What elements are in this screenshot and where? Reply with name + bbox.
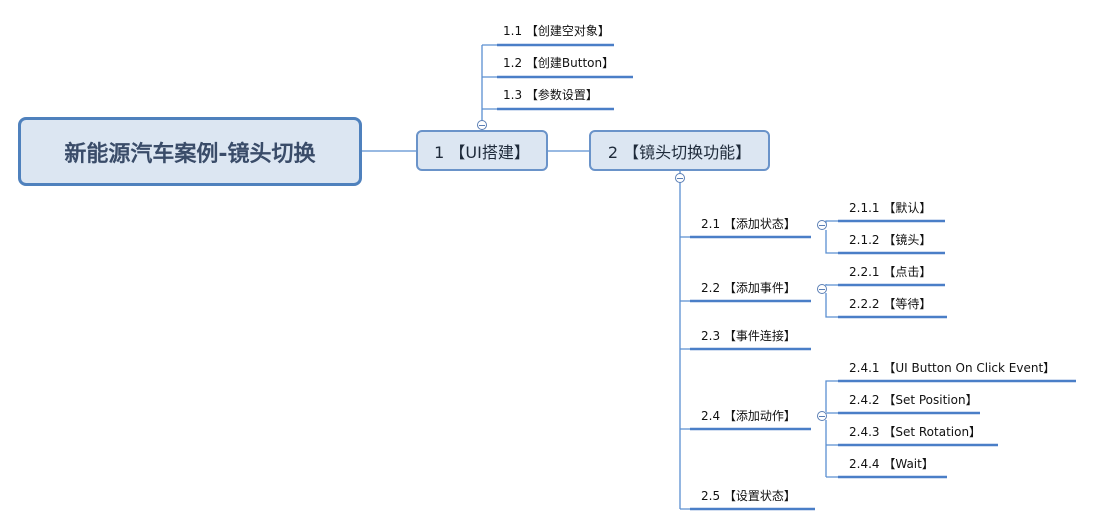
subtopic-2-5[interactable]: 2.5 【设置状态】	[701, 488, 796, 504]
subtopic-2-2-1-label: 2.2.1 【点击】	[849, 265, 932, 279]
topic-ui-build[interactable]: 1 【UI搭建】	[416, 130, 548, 171]
subtopic-2-1-1-label: 2.1.1 【默认】	[849, 201, 932, 215]
subtopic-2-2-2-label: 2.2.2 【等待】	[849, 297, 932, 311]
subtopic-2-4-label: 2.4 【添加动作】	[701, 409, 796, 423]
subtopic-1-3-label: 1.3 【参数设置】	[503, 88, 598, 102]
root-topic[interactable]: 新能源汽车案例-镜头切换	[18, 117, 362, 186]
subtopic-2-4-1[interactable]: 2.4.1 【UI Button On Click Event】	[849, 360, 1055, 376]
subtopic-2-2-label: 2.2 【添加事件】	[701, 281, 796, 295]
subtopic-1-2-label: 1.2 【创建Button】	[503, 56, 615, 70]
collapse-n2-4-icon[interactable]	[817, 411, 827, 421]
root-topic-label: 新能源汽车案例-镜头切换	[64, 141, 316, 167]
subtopic-2-5-label: 2.5 【设置状态】	[701, 489, 796, 503]
subtopic-2-4[interactable]: 2.4 【添加动作】	[701, 408, 796, 424]
subtopic-1-2[interactable]: 1.2 【创建Button】	[503, 55, 614, 71]
subtopic-2-2[interactable]: 2.2 【添加事件】	[701, 280, 796, 296]
collapse-n2-2-icon[interactable]	[817, 284, 827, 294]
subtopic-2-3-label: 2.3 【事件连接】	[701, 329, 796, 343]
subtopic-2-1-2[interactable]: 2.1.2 【镜头】	[849, 232, 931, 248]
subtopic-2-2-2[interactable]: 2.2.2 【等待】	[849, 296, 931, 312]
topic-camera-switch[interactable]: 2 【镜头切换功能】	[589, 130, 770, 171]
topic-camera-switch-label: 2 【镜头切换功能】	[607, 142, 752, 162]
topic-ui-build-label: 1 【UI搭建】	[434, 142, 530, 162]
subtopic-2-4-2[interactable]: 2.4.2 【Set Position】	[849, 392, 978, 408]
collapse-n1-icon[interactable]	[477, 120, 487, 130]
connector-n1-children	[481, 44, 497, 121]
subtopic-2-4-4-label: 2.4.4 【Wait】	[849, 457, 934, 471]
connector-n2-2-children	[825, 284, 838, 318]
collapse-n2-1-icon[interactable]	[817, 220, 827, 230]
subtopic-2-4-2-label: 2.4.2 【Set Position】	[849, 393, 978, 407]
connector-n2-4-children	[825, 380, 838, 478]
subtopic-1-1[interactable]: 1.1 【创建空对象】	[503, 23, 610, 39]
subtopic-1-3[interactable]: 1.3 【参数设置】	[503, 87, 598, 103]
subtopic-2-4-4[interactable]: 2.4.4 【Wait】	[849, 456, 934, 472]
subtopic-2-3[interactable]: 2.3 【事件连接】	[701, 328, 796, 344]
subtopic-1-1-label: 1.1 【创建空对象】	[503, 24, 610, 38]
connector-n2-children	[679, 182, 690, 510]
subtopic-2-1-label: 2.1 【添加状态】	[701, 217, 796, 231]
subtopic-2-4-1-label: 2.4.1 【UI Button On Click Event】	[849, 361, 1056, 375]
subtopic-2-4-3[interactable]: 2.4.3 【Set Rotation】	[849, 424, 981, 440]
subtopic-2-2-1[interactable]: 2.2.1 【点击】	[849, 264, 931, 280]
connector-n2-1-children	[825, 220, 838, 254]
collapse-n2-icon[interactable]	[675, 173, 685, 183]
subtopic-2-1-2-label: 2.1.2 【镜头】	[849, 233, 932, 247]
subtopic-2-1-1[interactable]: 2.1.1 【默认】	[849, 200, 931, 216]
subtopic-2-4-3-label: 2.4.3 【Set Rotation】	[849, 425, 982, 439]
subtopic-2-1[interactable]: 2.1 【添加状态】	[701, 216, 796, 232]
